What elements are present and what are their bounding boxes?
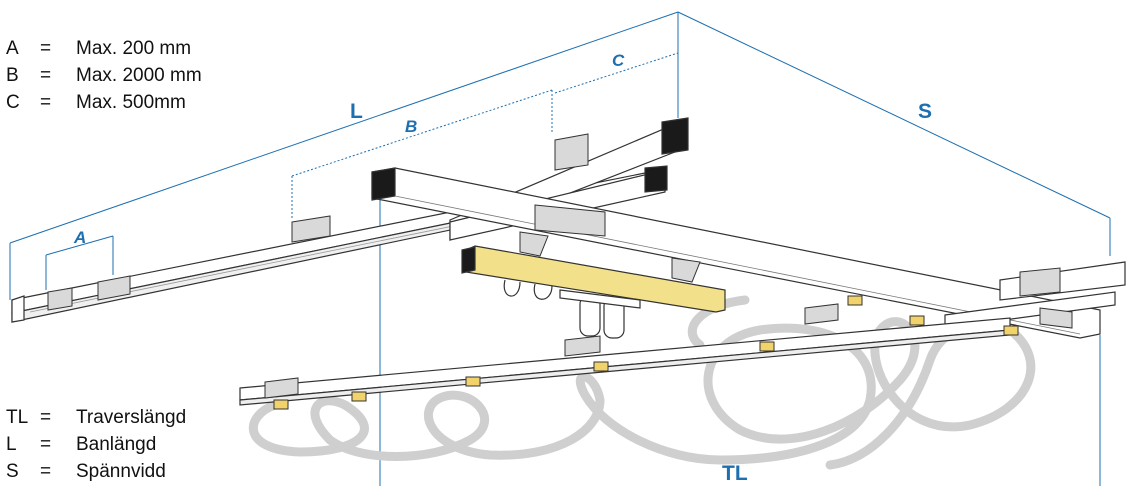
hose-clamp-5 xyxy=(759,341,775,352)
legend-key: A xyxy=(6,38,19,59)
lower-rail-bracket-right xyxy=(804,303,839,325)
legend-eq: = xyxy=(40,92,52,113)
legend-row: TL = Traverslängd xyxy=(6,404,186,431)
legend-eq: = xyxy=(40,434,52,455)
hose-clamp-8 xyxy=(1003,325,1019,336)
legend-row: A = Max. 200 mm xyxy=(6,35,202,62)
trolley-carriage-right xyxy=(671,257,701,283)
dimension-c-line xyxy=(554,52,679,94)
legend-eq: = xyxy=(40,461,52,482)
cross-beam-end-cap xyxy=(371,167,396,201)
dimension-label-c: C xyxy=(612,51,625,70)
hose-clamps xyxy=(273,295,1019,410)
hose-loop-left xyxy=(248,372,725,465)
lower-rail-bracket-mid xyxy=(564,335,601,357)
legend-row: L = Banlängd xyxy=(6,431,186,458)
hose-clamp-4 xyxy=(593,361,609,372)
legend-eq: = xyxy=(40,38,52,59)
trolley-hook-2 xyxy=(533,283,553,300)
legend-eq: = xyxy=(40,407,52,428)
legend-top: A = Max. 200 mm B = Max. 2000 mm C = Max. 500mm xyxy=(6,35,202,116)
legend-key: B xyxy=(6,65,19,86)
dimension-label-tl: TL xyxy=(722,462,748,485)
hose-clamp-1 xyxy=(273,399,289,410)
dimension-b-line xyxy=(291,89,553,177)
dimension-a-line xyxy=(45,235,114,256)
mid-rail-end-cap xyxy=(644,165,668,193)
trolley-bar-end-cap xyxy=(461,246,476,274)
left-rail-bracket-a2 xyxy=(97,275,131,301)
legend-row: S = Spännvidd xyxy=(6,458,186,485)
left-rail-bracket-mid xyxy=(291,215,331,243)
legend-text: Traverslängd xyxy=(76,407,187,428)
hose-upper-segment xyxy=(687,295,750,350)
dimension-label-b: B xyxy=(405,117,418,136)
dimension-label-l: L xyxy=(350,100,363,123)
lower-rail-bracket-left xyxy=(264,377,299,399)
legend-row: C = Max. 500mm xyxy=(6,89,202,116)
legend-text: Spännvidd xyxy=(76,461,166,482)
cross-beam-bracket xyxy=(534,204,606,237)
dimension-lines xyxy=(9,11,1111,486)
cross-beam-end-bracket xyxy=(1039,307,1073,329)
hose-clamp-3 xyxy=(465,376,481,387)
legend-eq: = xyxy=(40,65,52,86)
dimension-s-line xyxy=(677,11,1111,219)
dimension-label-a: A xyxy=(74,228,87,247)
legend-text: Max. 500mm xyxy=(76,92,186,113)
legend-text: Banlängd xyxy=(76,434,157,455)
upper-right-rail-end-cap xyxy=(661,117,689,155)
dimension-label-s: S xyxy=(918,100,933,123)
right-rail-bracket xyxy=(1019,267,1061,297)
hose-clamp-6 xyxy=(847,295,863,306)
legend-text: Max. 2000 mm xyxy=(76,65,202,86)
hose-clamp-7 xyxy=(909,315,925,326)
trolley-hook-1 xyxy=(503,279,521,297)
trolley-carriage-left xyxy=(519,231,549,257)
legend-key: TL xyxy=(6,407,29,428)
legend-key: C xyxy=(6,92,20,113)
legend-text: Max. 200 mm xyxy=(76,38,192,59)
left-rail-bracket-a1 xyxy=(47,287,73,311)
dimension-l-line xyxy=(9,11,679,244)
legend-key: S xyxy=(6,461,19,482)
brackets xyxy=(47,133,1073,399)
hose-clamp-2 xyxy=(351,391,367,402)
legend-row: B = Max. 2000 mm xyxy=(6,62,202,89)
trolley-bar xyxy=(461,245,726,339)
upper-rail-bracket xyxy=(554,133,589,171)
legend-key: L xyxy=(6,434,17,455)
